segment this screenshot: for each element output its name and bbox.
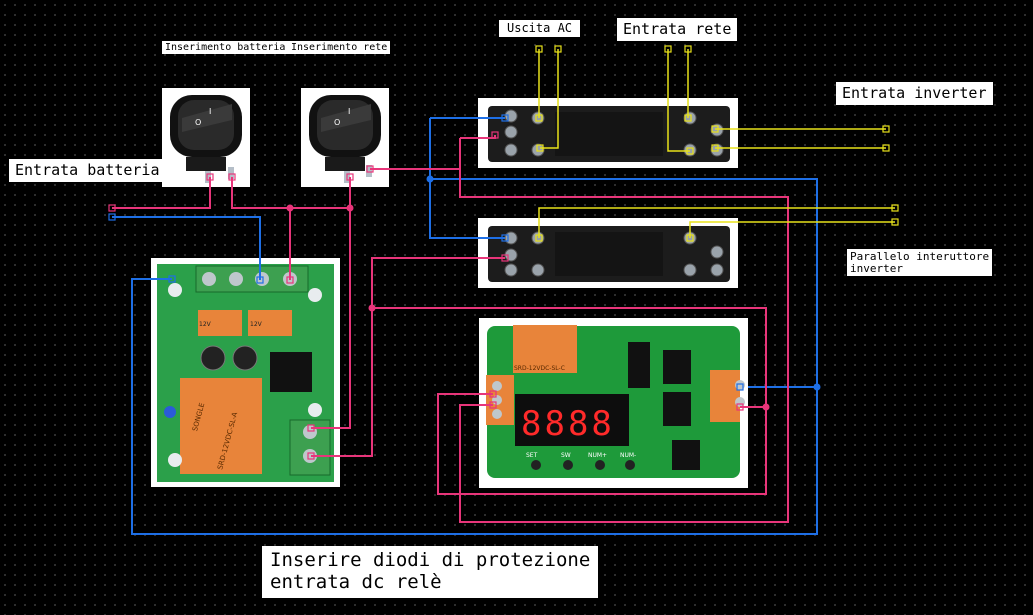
label-nota-diodi: Inserire diodi di protezione entrata dc … [262,546,599,598]
timer-relay [513,325,577,373]
timer-btn-numplus: NUM+ [588,452,607,459]
junction-dots [286,175,821,411]
timer-relay-text: SRD-12VDC-SL-C [514,365,565,372]
grid-switch: I O [301,88,389,187]
svg-text:O: O [195,118,201,127]
blue-wires [112,117,818,535]
label-entrata-inverter: Entrata inverter [836,82,993,105]
timer-btn-numminus: NUM- [620,452,636,459]
timer-display [515,394,629,446]
timer-display-digits: 8888 [521,404,615,444]
relay-socket-bottom [478,218,738,288]
svg-text:O: O [334,118,340,127]
timer-module [479,318,748,488]
relay-module [151,258,340,487]
relay-socket-top [478,98,738,168]
label-uscita-ac: Uscita AC [499,20,581,38]
svg-text:12V: 12V [250,321,263,328]
timer-btn-set: SET [526,452,538,459]
svg-text:12V: 12V [199,321,212,328]
label-entrata-batteria: Entrata batteria [9,159,166,182]
svg-text:I: I [348,107,350,116]
yellow-wires [538,49,895,238]
red-wires [112,135,789,523]
main-relay [180,378,262,474]
label-entrata-rete: Entrata rete [617,18,738,41]
battery-switch: I O [162,88,250,187]
label-inserimento-batteria: Inserimento batteria [162,41,289,54]
label-parallelo-interruttore: Parallelo interuttore inverter [847,249,993,277]
label-inserimento-rete: Inserimento rete [288,41,391,54]
svg-text:I: I [209,107,211,116]
timer-btn-sw: SW [561,452,571,459]
